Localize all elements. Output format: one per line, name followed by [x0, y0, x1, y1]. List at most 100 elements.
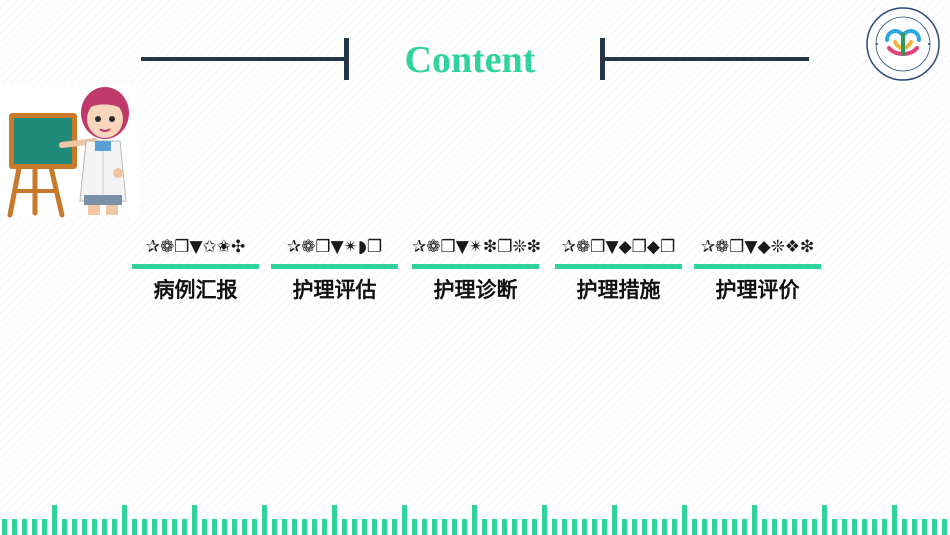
- decorative-bar: [582, 519, 587, 535]
- decorative-bar: [112, 519, 117, 535]
- decorative-bar: [182, 519, 187, 535]
- decorative-bar: [162, 519, 167, 535]
- decorative-bar: [202, 519, 207, 535]
- decorative-bar: [782, 519, 787, 535]
- decorative-bar: [382, 519, 387, 535]
- decorative-bar: [682, 505, 687, 535]
- item-label: 护理评估: [292, 277, 377, 302]
- decorative-bar: [132, 519, 137, 535]
- decorative-bar: [482, 519, 487, 535]
- decorative-bar: [862, 519, 867, 535]
- decorative-bar: [322, 519, 327, 535]
- decorative-bar: [512, 519, 517, 535]
- item-divider: [132, 264, 259, 269]
- teacher-with-chalkboard-icon: [0, 83, 140, 218]
- decorative-bar: [282, 519, 287, 535]
- content-item-4[interactable]: ✰❁❒▼◆❐◆❐ 护理措施: [555, 236, 682, 306]
- decorative-bar: [712, 519, 717, 535]
- decorative-bar: [232, 519, 237, 535]
- decorative-bar: [662, 519, 667, 535]
- decorative-bar: [632, 519, 637, 535]
- decorative-bar: [212, 519, 217, 535]
- decorative-bar: [542, 505, 547, 535]
- decorative-bar: [172, 519, 177, 535]
- decorative-bar: [802, 519, 807, 535]
- item-label: 护理诊断: [433, 277, 518, 302]
- decorative-bar: [22, 519, 27, 535]
- decorative-bar: [262, 505, 267, 535]
- content-item-3[interactable]: ✰❁❒▼✴❇❐❊❇ 护理诊断: [412, 236, 541, 306]
- decorative-bar: [252, 519, 257, 535]
- decorative-bar: [452, 519, 457, 535]
- header: Content: [0, 0, 950, 100]
- decorative-bar: [842, 519, 847, 535]
- content-item-1[interactable]: ✰❁❒▼✩✬✣ 病例汇报: [132, 236, 259, 306]
- item-divider: [555, 264, 682, 269]
- decorative-bar: [702, 519, 707, 535]
- decorative-bar: [42, 519, 47, 535]
- decorative-bar: [562, 519, 567, 535]
- decorative-bar: [422, 519, 427, 535]
- decorative-bar: [362, 519, 367, 535]
- decorative-bar: [812, 519, 817, 535]
- decorative-bar: [922, 519, 927, 535]
- decorative-bar: [72, 519, 77, 535]
- hospital-logo-icon: [866, 7, 940, 81]
- decorative-bar: [652, 519, 657, 535]
- decorative-bar: [372, 519, 377, 535]
- decorative-bar: [642, 519, 647, 535]
- decorative-bar: [142, 519, 147, 535]
- decorative-bar: [52, 505, 57, 535]
- item-divider: [412, 264, 539, 269]
- decorative-bar: [732, 519, 737, 535]
- decorative-bar: [572, 519, 577, 535]
- item-label: 病例汇报: [153, 277, 238, 302]
- decorative-bar: [832, 519, 837, 535]
- decorative-bar: [12, 519, 17, 535]
- page-title: Content: [404, 39, 536, 81]
- decorative-bar: [852, 519, 857, 535]
- item-code: ✰❁❒▼◆❊❖❇: [700, 237, 815, 257]
- title-rule-right: [603, 57, 809, 61]
- decorative-bar: [272, 519, 277, 535]
- decorative-bar: [672, 519, 677, 535]
- item-label: 护理措施: [576, 277, 661, 302]
- content-item-5[interactable]: ✰❁❒▼◆❊❖❇ 护理评价: [694, 236, 821, 306]
- decorative-bar: [502, 519, 507, 535]
- title-tick-right: [600, 38, 605, 80]
- decorative-bar: [402, 505, 407, 535]
- decorative-bar: [92, 519, 97, 535]
- decorative-bar: [522, 519, 527, 535]
- decorative-bar: [892, 505, 897, 535]
- decorative-bar: [392, 519, 397, 535]
- decorative-bar: [442, 519, 447, 535]
- decorative-bar: [692, 519, 697, 535]
- decorative-bar: [912, 519, 917, 535]
- decorative-bar: [152, 519, 157, 535]
- decorative-bar: [472, 505, 477, 535]
- decorative-bar: [102, 519, 107, 535]
- decorative-bar: [32, 519, 37, 535]
- decorative-bar: [532, 519, 537, 535]
- decorative-bar: [432, 519, 437, 535]
- decorative-bar: [942, 519, 947, 535]
- decorative-bar: [222, 519, 227, 535]
- decorative-bar: [352, 519, 357, 535]
- item-divider: [271, 264, 398, 269]
- decorative-bar: [552, 519, 557, 535]
- decorative-bar: [612, 505, 617, 535]
- decorative-bar: [752, 505, 757, 535]
- item-code: ✰❁❒▼✩✬✣: [145, 237, 246, 257]
- content-item-2[interactable]: ✰❁❒▼✴◗❐ 护理评估: [271, 236, 398, 306]
- decorative-bar: [2, 519, 7, 535]
- decorative-bar: [332, 505, 337, 535]
- item-label: 护理评价: [715, 277, 800, 302]
- decorative-bar: [772, 519, 777, 535]
- decorative-bar: [492, 519, 497, 535]
- decorative-bar: [312, 519, 317, 535]
- decorative-bar: [292, 519, 297, 535]
- decorative-bar: [932, 519, 937, 535]
- item-code: ✰❁❒▼◆❐◆❐: [561, 237, 676, 257]
- decorative-bar: [302, 519, 307, 535]
- decorative-bar: [722, 519, 727, 535]
